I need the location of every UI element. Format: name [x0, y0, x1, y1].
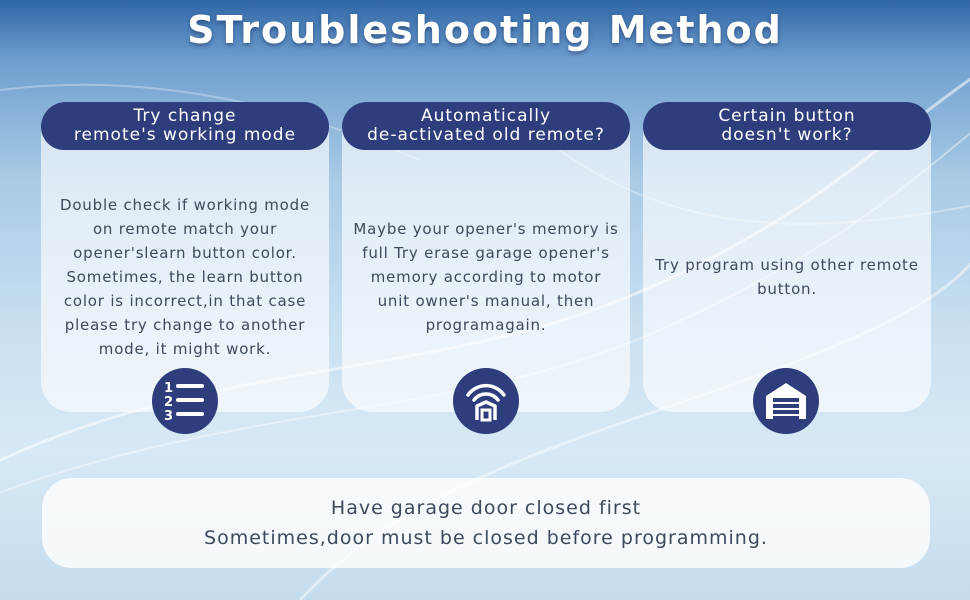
- card-header-line2: doesn't work?: [721, 125, 853, 145]
- card-header: Try change remote's working mode: [41, 102, 329, 150]
- wireless-garage-icon: [453, 368, 519, 434]
- card-header: Certain button doesn't work?: [643, 102, 931, 150]
- card-deactivated-remote: Automatically de-activated old remote? M…: [342, 102, 630, 412]
- svg-text:3: 3: [164, 409, 173, 424]
- card-header-line2: de-activated old remote?: [367, 125, 605, 145]
- card-working-mode: Try change remote's working mode Double …: [41, 102, 329, 412]
- card-body: Try program using other remote button.: [655, 256, 919, 298]
- card-header: Automatically de-activated old remote?: [342, 102, 630, 150]
- card-body: Double check if working mode on remote m…: [59, 196, 311, 358]
- card-button-not-working: Certain button doesn't work? Try program…: [643, 102, 931, 412]
- bottom-note-line2: Sometimes,door must be closed before pro…: [204, 527, 768, 549]
- garage-door-icon: [753, 368, 819, 434]
- bottom-note: Have garage door closed first Sometimes,…: [42, 478, 930, 568]
- numbered-list-icon: 1 2 3: [152, 368, 218, 434]
- card-header-line1: Certain button: [718, 106, 856, 126]
- card-body: Maybe your opener's memory is full Try e…: [353, 220, 619, 334]
- bottom-note-line1: Have garage door closed first: [330, 497, 642, 519]
- page-title: STroubleshooting Method: [187, 8, 783, 52]
- svg-text:2: 2: [164, 395, 173, 410]
- svg-text:1: 1: [164, 381, 173, 396]
- card-header-line2: remote's working mode: [73, 125, 297, 145]
- card-header-line1: Try change: [133, 106, 237, 126]
- card-header-line1: Automatically: [420, 106, 552, 126]
